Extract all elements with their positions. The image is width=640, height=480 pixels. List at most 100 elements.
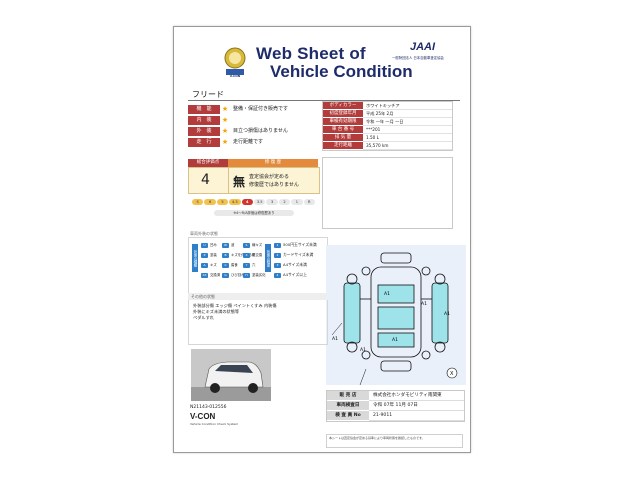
feature-value bbox=[230, 116, 233, 125]
other-header-bar: その他の状態 bbox=[188, 293, 326, 300]
legend-code-badge: C bbox=[222, 263, 229, 268]
org-subtitle: 一般財団法人 日本自動車査定協会 bbox=[392, 56, 444, 60]
legend-text: 波 bbox=[231, 243, 235, 247]
score-header: 総合評価点 bbox=[188, 159, 228, 167]
feature-row: 走 行 ★ 走行距離です bbox=[188, 138, 318, 147]
damage-diagram: X A1 A1 A1 A1 A1 A1 bbox=[326, 245, 466, 386]
feature-row: 機 能 ★ 整備・保証付き販売です bbox=[188, 105, 318, 114]
repair-text-2: 修復歴ではありません bbox=[249, 182, 299, 188]
spec-label: 走行距離 bbox=[323, 142, 363, 149]
legend-text: 腐食 bbox=[231, 263, 238, 267]
evaluation-note: ※4〜R/A評価は修復歴あり bbox=[214, 210, 294, 216]
legend-text: 穴 bbox=[252, 263, 256, 267]
legend-code-badge: 2 bbox=[274, 253, 281, 258]
other-line: 外装部分傷 エッジ傷 ペイントくすみ 内装傷 bbox=[193, 303, 277, 308]
spec-value: 35,570 km bbox=[363, 142, 452, 150]
legend-code-badge: XX bbox=[201, 273, 208, 278]
legend-text: A4サイズ以上 bbox=[283, 272, 307, 277]
legend-code-badge: A bbox=[201, 263, 208, 268]
logo-text: V-CON bbox=[229, 74, 241, 78]
x-mark: X bbox=[450, 371, 454, 377]
dealer-table: 販 売 店株式会社ホンダモビリティ南関東 車両検査日令和 07年 11月 07日… bbox=[326, 390, 465, 422]
spec-table: ボディカラーホワイトキッチア 初度登録年月平成 25年 2月 車検有効期限令和 … bbox=[322, 101, 453, 151]
legend-text: キズを伴う凹み bbox=[231, 253, 255, 257]
damage-mark: A1 bbox=[332, 336, 338, 342]
vehicle-condition-sheet: V-CON Web Sheet of Vehicle Condition JAA… bbox=[173, 26, 471, 453]
legend-text: A4サイズ未満 bbox=[283, 262, 307, 267]
model-name: フリード bbox=[192, 90, 224, 99]
footer-note: 本シートは査定協会が定める基準により車両状態を確認したものです。 bbox=[326, 434, 463, 448]
star-icon: ★ bbox=[221, 127, 229, 135]
section-header-exterior: 車両外装の状態 bbox=[190, 231, 218, 236]
legend-text: 線キズ bbox=[252, 243, 263, 247]
feature-label: 機 能 bbox=[188, 105, 220, 114]
vcon-logo: V-CON bbox=[224, 47, 246, 81]
feature-label: 内 装 bbox=[188, 116, 220, 125]
dealer-label: 車両検査日 bbox=[327, 401, 369, 410]
sheet-title-line2: Vehicle Condition bbox=[270, 62, 413, 81]
other-header: その他の状態 bbox=[191, 294, 215, 299]
legend-code-badge: X bbox=[243, 253, 250, 258]
feature-row: 内 装 ★ bbox=[188, 116, 318, 125]
spec-value: ホワイトキッチア bbox=[363, 102, 452, 110]
scale-step: 6 bbox=[204, 199, 216, 205]
repair-mark: 無 bbox=[233, 175, 246, 189]
scale-step: 3 bbox=[266, 199, 278, 205]
damage-mark: A1 bbox=[384, 291, 390, 297]
footer-brand: V-CON bbox=[190, 412, 216, 421]
evaluation-body: 4 無 査定協会が定める 修復歴ではありません bbox=[188, 167, 320, 194]
legend-code-badge: P bbox=[201, 253, 208, 258]
dealer-value: 令和 07年 11月 07日 bbox=[369, 401, 464, 411]
scale-step: 1 bbox=[291, 199, 303, 205]
feature-value: 整備・保証付き販売です bbox=[233, 106, 289, 112]
dealer-value: 株式会社ホンダモビリティ南関東 bbox=[369, 391, 464, 401]
dealer-value: 21-9011 bbox=[369, 411, 464, 421]
sheet-number: N21143-012556 bbox=[190, 405, 227, 410]
vehicle-photo bbox=[191, 349, 271, 401]
legend-text: 要交換 bbox=[252, 253, 263, 257]
legend-text: カードサイズ未満 bbox=[283, 252, 314, 257]
damage-mark: A1 bbox=[444, 311, 450, 317]
spec-row: 車 台 番 号***201 bbox=[323, 126, 452, 134]
feature-value: 走行距離です bbox=[233, 139, 264, 145]
repair-text-1: 査定協会が定める bbox=[249, 174, 290, 180]
scale-step: 2 bbox=[278, 199, 291, 205]
spec-value: 令和 一年 一月 一日 bbox=[363, 118, 452, 126]
overall-score: 4 bbox=[201, 172, 210, 188]
dealer-label: 検 査 員 No bbox=[327, 411, 369, 420]
evaluation-header: 総合評価点 修 復 歴 bbox=[188, 159, 318, 167]
spec-label: 車検有効期限 bbox=[323, 118, 363, 125]
legend-code-badge: 4 bbox=[274, 273, 281, 278]
spec-label: 初度登録年月 bbox=[323, 110, 363, 117]
legend-text: 塗装 bbox=[210, 253, 217, 257]
legend-box: 状態の種類 U凹みW波S線キズP塗装Bキズを伴う凹みX要交換AキズC腐食Y穴XX… bbox=[188, 237, 328, 294]
feature-label: 走 行 bbox=[188, 138, 220, 147]
feature-label: 外 装 bbox=[188, 127, 220, 136]
footer-brand-sub: Vehicle Condition Check System bbox=[190, 422, 239, 426]
sheet-title-line1: Web Sheet of bbox=[256, 44, 366, 63]
notes-box bbox=[322, 157, 453, 229]
repair-header: 修 復 歴 bbox=[228, 159, 318, 167]
legend-code-badge: W bbox=[222, 243, 229, 248]
damage-mark: A1 bbox=[421, 301, 427, 307]
spec-row: ボディカラーホワイトキッチア bbox=[323, 102, 452, 110]
scale-step: R bbox=[303, 199, 315, 205]
feature-row: 外 装 ★ 目立つ損傷はありません bbox=[188, 127, 318, 136]
legend-code-badge: S bbox=[243, 243, 250, 248]
star-icon: ★ bbox=[221, 138, 229, 146]
car-outline: X A1 A1 A1 A1 A1 A1 bbox=[331, 252, 458, 386]
